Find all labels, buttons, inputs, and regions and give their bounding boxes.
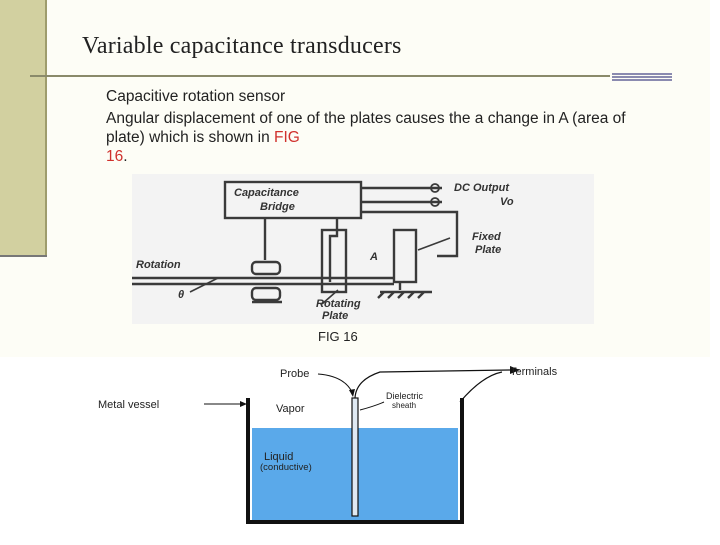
label-metal-vessel: Metal vessel (98, 399, 159, 411)
probe-rod (351, 397, 359, 517)
rotating-plate (320, 228, 348, 294)
bearing-bottom (250, 286, 282, 302)
label-dc-output: DC Output (454, 182, 510, 194)
level-sensor-diagram: Probe Terminals Metal vessel Dielectric … (90, 360, 650, 540)
bridge-wire-right (328, 218, 339, 282)
slide-body-text: Angular displacement of one of the plate… (106, 109, 666, 166)
label-sheath: sheath (392, 401, 416, 410)
slide-title: Variable capacitance transducers (82, 33, 402, 59)
title-rule (30, 75, 610, 77)
label-rotation: Rotation (136, 259, 181, 271)
label-plate-fixed: Plate (475, 244, 501, 256)
terminals-arrow (510, 366, 520, 374)
fixed-plate-leader (417, 237, 451, 251)
body-text-end: . (123, 148, 128, 165)
dielectric-leader (359, 401, 385, 411)
body-text-main: Angular displacement of one of the plate… (106, 110, 626, 146)
level-sensor-svg: Probe Terminals Metal vessel Dielectric … (98, 366, 558, 524)
label-conductive: (conductive) (260, 462, 312, 473)
metal-vessel (246, 398, 464, 524)
label-rotating: Rotating (316, 298, 361, 310)
label-liquid: Liquid (264, 451, 293, 463)
label-fixed: Fixed (472, 231, 501, 243)
label-bridge: Bridge (260, 201, 295, 213)
label-dielectric: Dielectric (386, 391, 424, 401)
fig-reference-b: 16 (106, 148, 124, 165)
terminal-bottom (430, 197, 440, 207)
fixed-plate-wire (361, 210, 459, 258)
rotation-arrow (189, 277, 219, 293)
fig16-diagram: Capacitance Bridge DC Output Vo Fixed Pl… (132, 174, 594, 324)
slide-subtitle: Capacitive rotation sensor (106, 88, 286, 105)
label-probe: Probe (280, 368, 309, 380)
rotating-plate-leader (321, 289, 339, 305)
fig16-caption: FIG 16 (318, 329, 358, 344)
fig-reference-a: FIG (274, 129, 300, 146)
label-theta: θ (178, 289, 184, 301)
sidebar-divider (0, 255, 47, 257)
label-vapor: Vapor (276, 403, 305, 415)
title-rule-accent (612, 73, 672, 81)
probe-wire (354, 369, 511, 399)
label-area-a: A (369, 251, 378, 263)
capacitance-bridge-box (223, 180, 363, 220)
slide-area: Variable capacitance transducers Capacit… (0, 0, 672, 344)
label-terminals: Terminals (510, 366, 558, 378)
label-capacitance: Capacitance (234, 187, 299, 199)
label-vo: Vo (500, 196, 514, 208)
fig16-svg: Capacitance Bridge DC Output Vo Fixed Pl… (132, 180, 514, 322)
vessel-wire (459, 371, 503, 403)
fixed-plate (392, 228, 418, 284)
terminal-top (430, 183, 440, 193)
slide-sidebar-band (0, 0, 47, 255)
label-plate-rotating: Plate (322, 310, 348, 322)
probe-leader (317, 373, 353, 393)
bearing-top (250, 260, 282, 276)
